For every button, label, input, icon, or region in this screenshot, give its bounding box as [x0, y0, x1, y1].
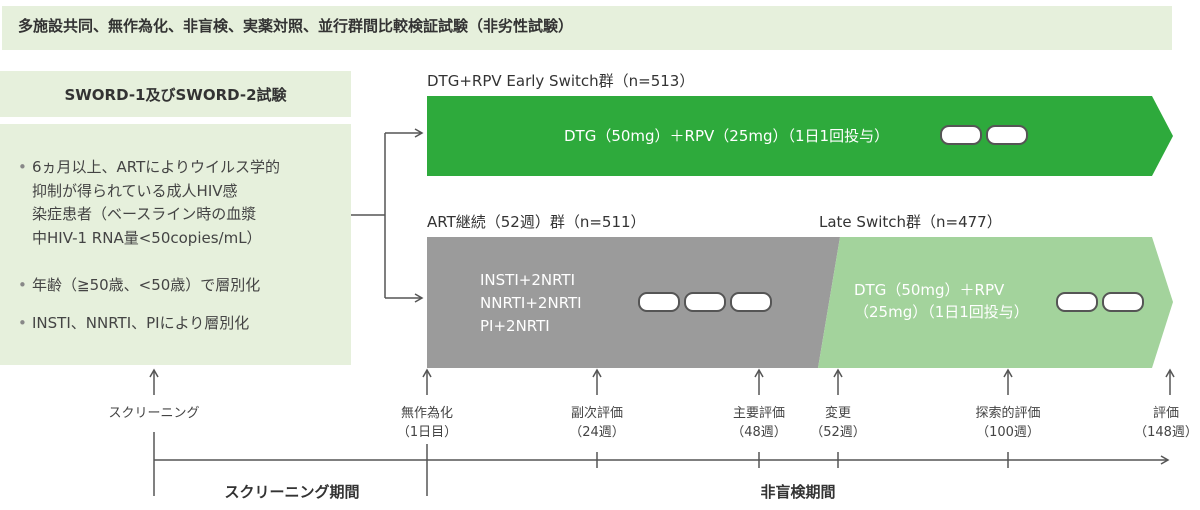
art-continuation-arm-bar: [427, 237, 840, 368]
milestone-timing: （24週）: [569, 425, 625, 440]
milestone-timing: （52週）: [810, 425, 866, 440]
early-switch-arm-bar: [427, 96, 1173, 176]
milestone-exploratory-evaluation: 探索的評価 （100週）: [975, 404, 1040, 442]
criteria-line: 年齢（≧50歳、<50歳）で層別化: [32, 276, 261, 294]
late-switch-regimen-line: DTG（50mg）＋RPV: [854, 281, 1005, 299]
pill-icon: [1056, 292, 1098, 312]
milestone-secondary-evaluation: 副次評価 （24週）: [569, 404, 625, 442]
criteria-line: 染症患者（ベースライン時の血漿: [32, 205, 257, 223]
criteria-line: INSTI、NNRTI、PIにより層別化: [32, 314, 250, 332]
bullet-icon: •: [18, 314, 27, 332]
milestone-label: 変更: [824, 406, 852, 421]
art-regimen-list: INSTI+2NRTI NNRTI+2NRTI PI+2NRTI: [480, 269, 582, 338]
criteria-item-population: • 6ヵ月以上、ARTによりウイルス学的 抑制が得られている成人HIV感 染症患…: [18, 156, 332, 250]
early-switch-regimen: DTG（50mg）＋RPV（25mg）（1日1回投与）: [564, 127, 890, 145]
milestone-label: 探索的評価: [975, 406, 1041, 421]
screening-milestone-label: スクリーニング: [108, 406, 200, 421]
screening-period-label: スクリーニング期間: [224, 483, 360, 501]
milestone-final-evaluation: 評価 （148週）: [1134, 404, 1198, 442]
eligibility-criteria-box: [0, 124, 351, 365]
milestone-label: 主要評価: [732, 406, 786, 421]
milestone-timing: （1日目）: [396, 425, 458, 440]
milestone-timing: （148週）: [1134, 425, 1198, 440]
pill-icon: [1102, 292, 1144, 312]
criteria-line: 中HIV-1 RNA量<50copies/mL）: [32, 228, 262, 247]
milestone-switch: 変更 （52週）: [810, 404, 866, 442]
pill-icon: [940, 125, 982, 145]
study-design-title: 多施設共同、無作為化、非盲検、実薬対照、並行群間比較検証試験（非劣性試験）: [18, 17, 574, 35]
milestone-label: 無作為化: [400, 406, 453, 421]
study-name-box: SWORD-1及びSWORD-2試験: [0, 71, 351, 117]
pill-icon: [730, 292, 772, 312]
milestone-primary-evaluation: 主要評価 （48週）: [731, 404, 787, 442]
bullet-icon: •: [18, 276, 27, 294]
criteria-item-age: • 年齢（≧50歳、<50歳）で層別化: [18, 274, 332, 298]
header-band: [2, 6, 1172, 50]
art-regimen-item: INSTI+2NRTI: [480, 271, 576, 289]
criteria-line: 抑制が得られている成人HIV感: [32, 181, 238, 200]
open-label-period-label: 非盲検期間: [760, 483, 836, 501]
milestone-timing: （100週）: [976, 425, 1040, 440]
art-continuation-arm-label: ART継続（52週）群（n=511）: [427, 213, 646, 231]
late-switch-regimen: DTG（50mg）＋RPV （25mg）（1日1回投与）: [854, 279, 1029, 323]
milestone-timing: （48週）: [731, 425, 787, 440]
bullet-icon: •: [18, 158, 27, 176]
early-switch-arm-label: DTG+RPV Early Switch群（n=513）: [427, 72, 695, 90]
milestone-randomization: 無作為化 （1日目）: [397, 404, 457, 442]
study-name: SWORD-1及びSWORD-2試験: [64, 85, 287, 104]
milestone-label: 評価: [1152, 406, 1180, 421]
pill-icon: [684, 292, 726, 312]
criteria-line: 6ヵ月以上、ARTによりウイルス学的: [32, 158, 280, 176]
milestone-label: 副次評価: [570, 406, 624, 421]
late-switch-regimen-line: （25mg）（1日1回投与）: [854, 303, 1029, 321]
late-switch-pill-icons: [1056, 292, 1144, 312]
randomization-connector: [351, 133, 386, 298]
art-pill-icons: [638, 292, 772, 312]
criteria-item-regimen: • INSTI、NNRTI、PIにより層別化: [18, 312, 332, 336]
art-regimen-item: NNRTI+2NRTI: [480, 294, 582, 312]
early-switch-pill-icons: [940, 125, 1028, 145]
late-switch-arm-label: Late Switch群（n=477）: [819, 213, 1002, 231]
pill-icon: [986, 125, 1028, 145]
late-switch-arm-bar: [818, 237, 1173, 368]
art-regimen-item: PI+2NRTI: [480, 317, 550, 335]
pill-icon: [638, 292, 680, 312]
